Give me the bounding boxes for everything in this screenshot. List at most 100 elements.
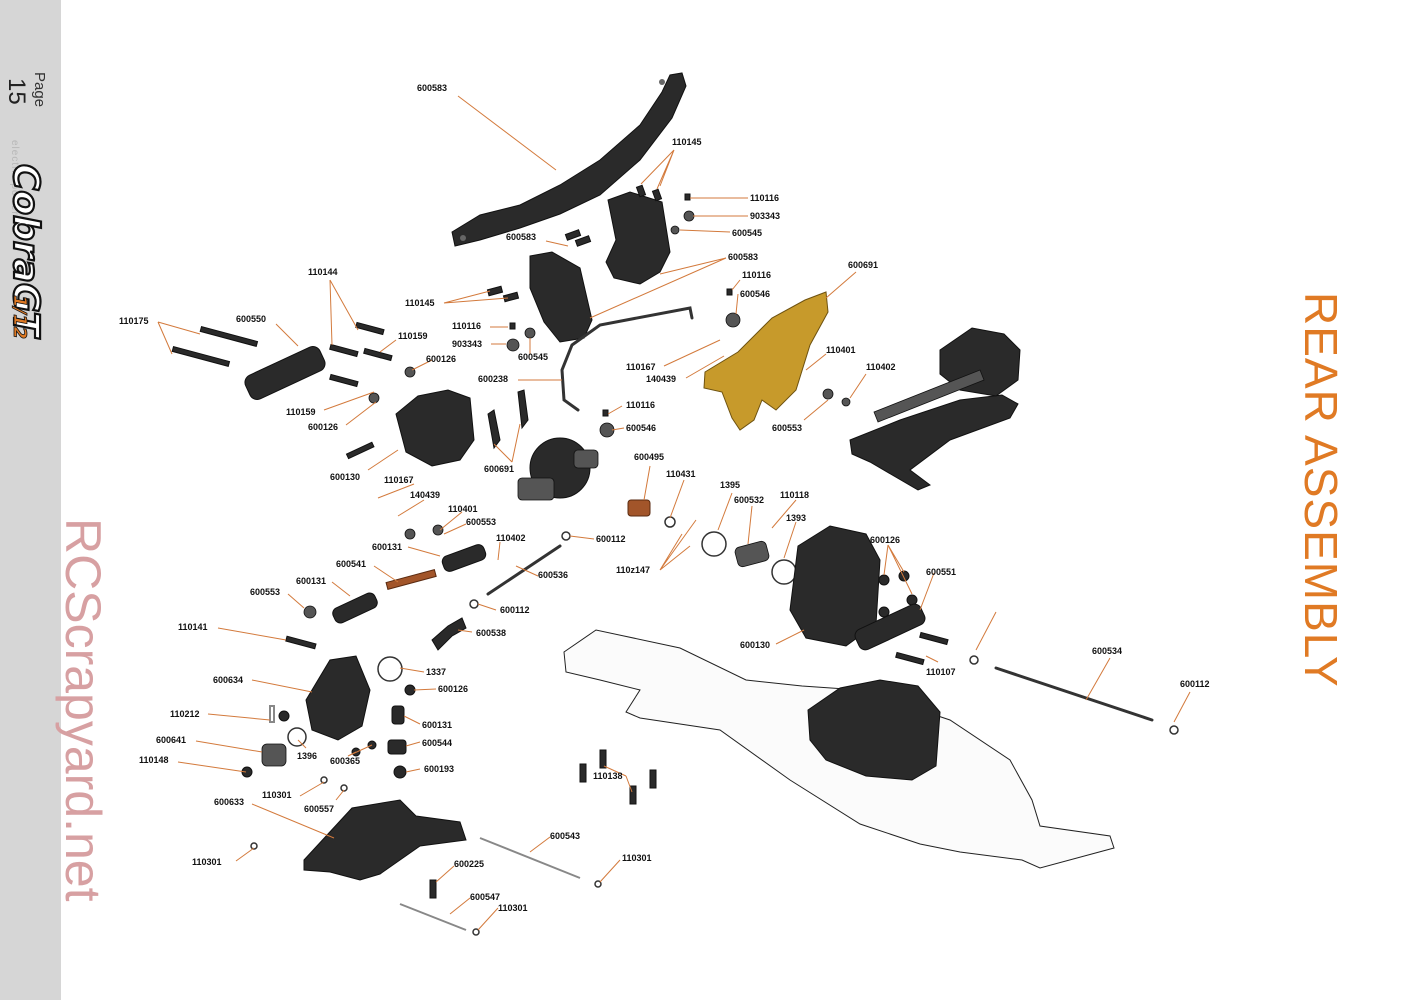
part-label: 600545 — [518, 352, 548, 362]
part-label: 600583 — [728, 252, 758, 262]
part-label: 110401 — [826, 345, 856, 355]
part-hinge-pin — [399, 903, 467, 931]
part-label: 110159 — [398, 331, 428, 341]
part-label: 110212 — [170, 709, 200, 719]
part-bushing — [841, 397, 851, 407]
part-sway-bar — [560, 306, 694, 412]
part-label: 110401 — [448, 504, 478, 514]
part-label: 1396 — [297, 751, 317, 761]
part-label: 110118 — [780, 490, 809, 500]
part-screw — [629, 785, 637, 805]
part-rod-end — [332, 592, 378, 624]
part-screw — [895, 651, 925, 666]
part-ball — [524, 327, 536, 339]
part-ring — [664, 516, 676, 528]
part-screw — [502, 291, 520, 303]
part-label: 110167 — [626, 362, 656, 372]
part-label: 110145 — [405, 298, 435, 308]
part-ball — [725, 312, 741, 328]
part-label: 110116 — [626, 400, 655, 410]
part-pivot-block-right — [854, 603, 926, 651]
part-label: 600557 — [304, 804, 334, 814]
part-label: 600541 — [336, 559, 366, 569]
part-screw — [345, 441, 375, 460]
part-long-screw — [171, 345, 231, 368]
part-nut — [878, 574, 890, 586]
part-label: 1337 — [426, 667, 446, 677]
part-diff-cup — [573, 449, 599, 469]
part-label: 110116 — [742, 270, 771, 280]
part-clip — [250, 842, 258, 850]
part-label: 600551 — [926, 567, 956, 577]
part-clip — [594, 880, 602, 888]
part-gold-shock-tower — [703, 291, 829, 431]
part-label: 140439 — [646, 374, 676, 384]
part-label: 600634 — [213, 675, 243, 685]
part-label: 110402 — [866, 362, 896, 372]
part-label: 110116 — [452, 321, 481, 331]
part-screw — [355, 321, 385, 336]
part-dogbone — [994, 666, 1154, 722]
part-nut — [278, 710, 290, 722]
part-ball — [670, 225, 680, 235]
part-nut — [683, 210, 695, 222]
part-lower-arm — [303, 799, 467, 881]
part-clip — [472, 928, 480, 936]
part-label: 110301 — [622, 853, 652, 863]
part-label: 600112 — [1180, 679, 1210, 689]
part-label: 600126 — [870, 535, 900, 545]
part-bearing — [771, 559, 797, 585]
part-bushing — [404, 528, 416, 540]
part-screw — [429, 879, 437, 899]
part-ball — [303, 605, 317, 619]
part-mount-bracket — [605, 191, 671, 285]
part-label: 600536 — [538, 570, 568, 580]
part-label: 600126 — [308, 422, 338, 432]
part-label: 600547 — [470, 892, 500, 902]
part-label: 1395 — [720, 480, 740, 490]
part-shock-tower-bar — [451, 72, 687, 247]
part-gearbox-housing — [395, 389, 475, 467]
part-small-bracket — [517, 389, 529, 430]
part-nut — [684, 193, 691, 201]
part-nut — [878, 606, 890, 618]
part-long-screw — [199, 325, 259, 348]
part-copper-shaft — [385, 569, 437, 590]
part-label: 600546 — [740, 289, 770, 299]
part-label: 600495 — [634, 452, 664, 462]
part-label: 903343 — [452, 339, 482, 349]
part-chassis-gearbox — [807, 679, 941, 781]
part-label: 600112 — [500, 605, 530, 615]
part-nut — [509, 322, 516, 330]
part-nut — [404, 684, 416, 696]
part-label: 600126 — [426, 354, 456, 364]
part-label: 903343 — [750, 211, 780, 221]
part-label: 1393 — [786, 513, 806, 523]
part-label: 600553 — [772, 423, 802, 433]
part-rear-arm-assembled — [849, 394, 1019, 491]
part-bushing — [734, 540, 770, 568]
part-pivot-block — [244, 346, 326, 400]
part-copper-bushing — [627, 499, 651, 517]
part-label: 600131 — [372, 542, 402, 552]
part-clip — [320, 776, 328, 784]
part-label: 600534 — [1092, 646, 1122, 656]
part-hole — [659, 79, 665, 85]
sidebar: Page 15 electric power CobraGT 1/12 — [0, 0, 61, 1000]
part-label: 600544 — [422, 738, 452, 748]
part-label: 600641 — [156, 735, 186, 745]
part-label: 600193 — [424, 764, 454, 774]
part-ball-stud — [393, 765, 407, 779]
part-screw — [564, 229, 582, 241]
part-mount-bracket — [529, 251, 593, 343]
brand-sub: 1/12 — [9, 295, 30, 339]
part-label: 600130 — [740, 640, 770, 650]
part-ball — [599, 422, 615, 438]
part-nut — [506, 338, 520, 352]
part-washer — [561, 531, 571, 541]
part-washer — [469, 599, 479, 609]
part-screw — [649, 769, 657, 789]
part-washer — [1169, 725, 1179, 735]
part-label: 600553 — [466, 517, 496, 527]
part-label: 600112 — [596, 534, 626, 544]
